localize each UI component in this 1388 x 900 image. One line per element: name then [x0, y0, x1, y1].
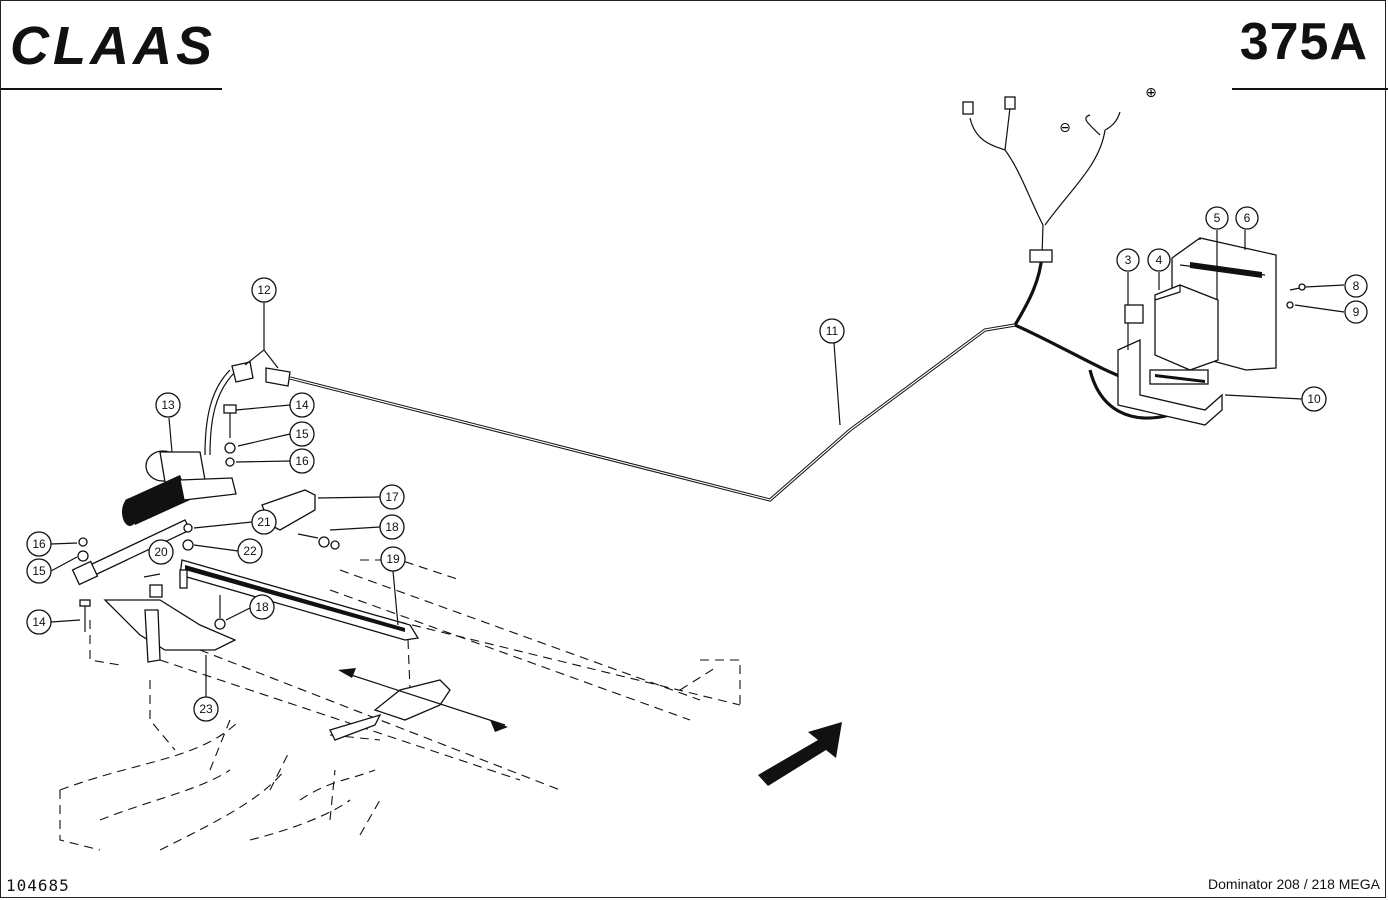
svg-text:8: 8 — [1353, 279, 1360, 293]
svg-text:14: 14 — [32, 615, 46, 629]
svg-text:10: 10 — [1307, 392, 1321, 406]
callout-5: 5 — [1205, 206, 1229, 230]
svg-text:5: 5 — [1214, 211, 1221, 225]
callout-4: 4 — [1147, 248, 1171, 272]
svg-text:18: 18 — [385, 520, 399, 534]
callout-8: 8 — [1344, 274, 1368, 298]
callout-17: 17 — [379, 484, 405, 510]
callout-14-upper: 14 — [289, 392, 315, 418]
model-name: Dominator 208 / 218 MEGA — [1208, 876, 1380, 892]
svg-text:22: 22 — [243, 544, 257, 558]
actuator-motor — [71, 361, 291, 586]
svg-text:19: 19 — [386, 552, 400, 566]
linkage-brackets — [77, 404, 451, 741]
callout-20: 20 — [148, 539, 174, 565]
header-rule-right — [1232, 88, 1388, 90]
svg-text:15: 15 — [295, 427, 309, 441]
travel-direction-arrow-icon — [758, 722, 842, 786]
callout-9: 9 — [1344, 300, 1368, 324]
callout-11: 11 — [819, 318, 845, 344]
direction-arrows — [338, 668, 842, 786]
claas-logo: CLAAS — [6, 10, 236, 82]
callout-3: 3 — [1116, 248, 1140, 272]
svg-text:11: 11 — [826, 324, 839, 338]
callout-15-upper: 15 — [289, 421, 315, 447]
leader-lines — [50, 230, 1345, 697]
callout-19: 19 — [380, 546, 406, 572]
callout-6: 6 — [1235, 206, 1259, 230]
svg-text:21: 21 — [257, 515, 271, 529]
main-cable — [289, 96, 1171, 502]
callout-13: 13 — [155, 392, 181, 418]
document-number: 104685 — [6, 876, 70, 895]
callout-22: 22 — [237, 538, 263, 564]
page-number: 375A — [1239, 13, 1368, 71]
machine-outline — [59, 509, 741, 851]
svg-text:3: 3 — [1125, 253, 1132, 267]
svg-text:18: 18 — [255, 600, 269, 614]
callout-18-upper: 18 — [379, 514, 405, 540]
svg-text:13: 13 — [161, 398, 175, 412]
callout-15-lower: 15 — [26, 558, 52, 584]
minus-terminal-icon: ⊖ — [1059, 120, 1071, 136]
callout-16-lower: 16 — [26, 531, 52, 557]
plus-terminal-icon: ⊕ — [1145, 85, 1157, 101]
svg-text:23: 23 — [199, 702, 213, 716]
svg-text:20: 20 — [154, 545, 168, 559]
control-box-assembly — [1117, 237, 1306, 426]
callout-16-upper: 16 — [289, 448, 315, 474]
logo-text: CLAAS — [10, 16, 216, 76]
svg-text:6: 6 — [1244, 211, 1251, 225]
svg-text:16: 16 — [32, 537, 46, 551]
callout-21: 21 — [251, 509, 277, 535]
callout-10: 10 — [1301, 386, 1327, 412]
header-rule-left — [0, 88, 222, 90]
callout-14-lower: 14 — [26, 609, 52, 635]
svg-text:12: 12 — [257, 283, 271, 297]
svg-text:4: 4 — [1156, 253, 1163, 267]
svg-text:15: 15 — [32, 564, 46, 578]
svg-text:16: 16 — [295, 454, 309, 468]
svg-text:17: 17 — [385, 490, 399, 504]
callout-12: 12 — [251, 277, 277, 303]
svg-text:9: 9 — [1353, 305, 1360, 319]
svg-text:14: 14 — [295, 398, 309, 412]
callout-23: 23 — [193, 696, 219, 722]
callout-18-lower: 18 — [249, 594, 275, 620]
